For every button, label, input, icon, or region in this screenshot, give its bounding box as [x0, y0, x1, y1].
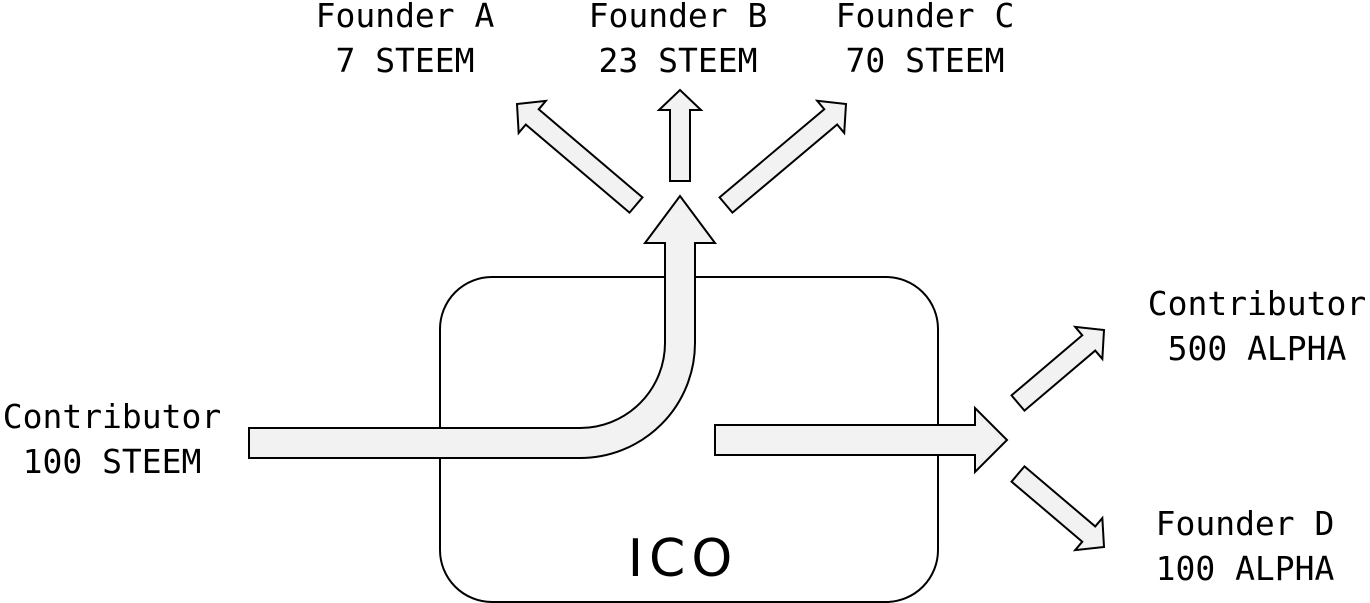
token-issue-arrow	[714, 405, 1009, 475]
arrow-to-founder-b	[656, 88, 704, 182]
arrow-to-founder-c	[718, 99, 848, 215]
arrow-to-founder-a	[515, 99, 644, 215]
input-contributor-name: Contributor	[3, 397, 222, 436]
founder-b-amount: 23 STEEM	[599, 41, 758, 80]
founder-a-name: Founder A	[316, 0, 495, 35]
founder-c-amount: 70 STEEM	[846, 41, 1005, 80]
input-contributor-amount: 100 STEEM	[23, 442, 202, 481]
founder-a-amount: 7 STEEM	[335, 41, 474, 80]
founder-c-name: Founder C	[836, 0, 1015, 35]
founder-b-name: Founder B	[589, 0, 768, 35]
ico-label: ICO	[628, 529, 739, 589]
arrow-to-contributor-alpha	[1010, 325, 1106, 413]
output-contributor-name: Contributor	[1148, 284, 1367, 323]
founder-d-amount: 100 ALPHA	[1156, 549, 1335, 588]
founder-d-name: Founder D	[1156, 504, 1335, 543]
output-contributor-amount: 500 ALPHA	[1168, 329, 1347, 368]
arrow-to-founder-d	[1010, 464, 1106, 552]
contribution-flow-arrow	[248, 194, 717, 459]
